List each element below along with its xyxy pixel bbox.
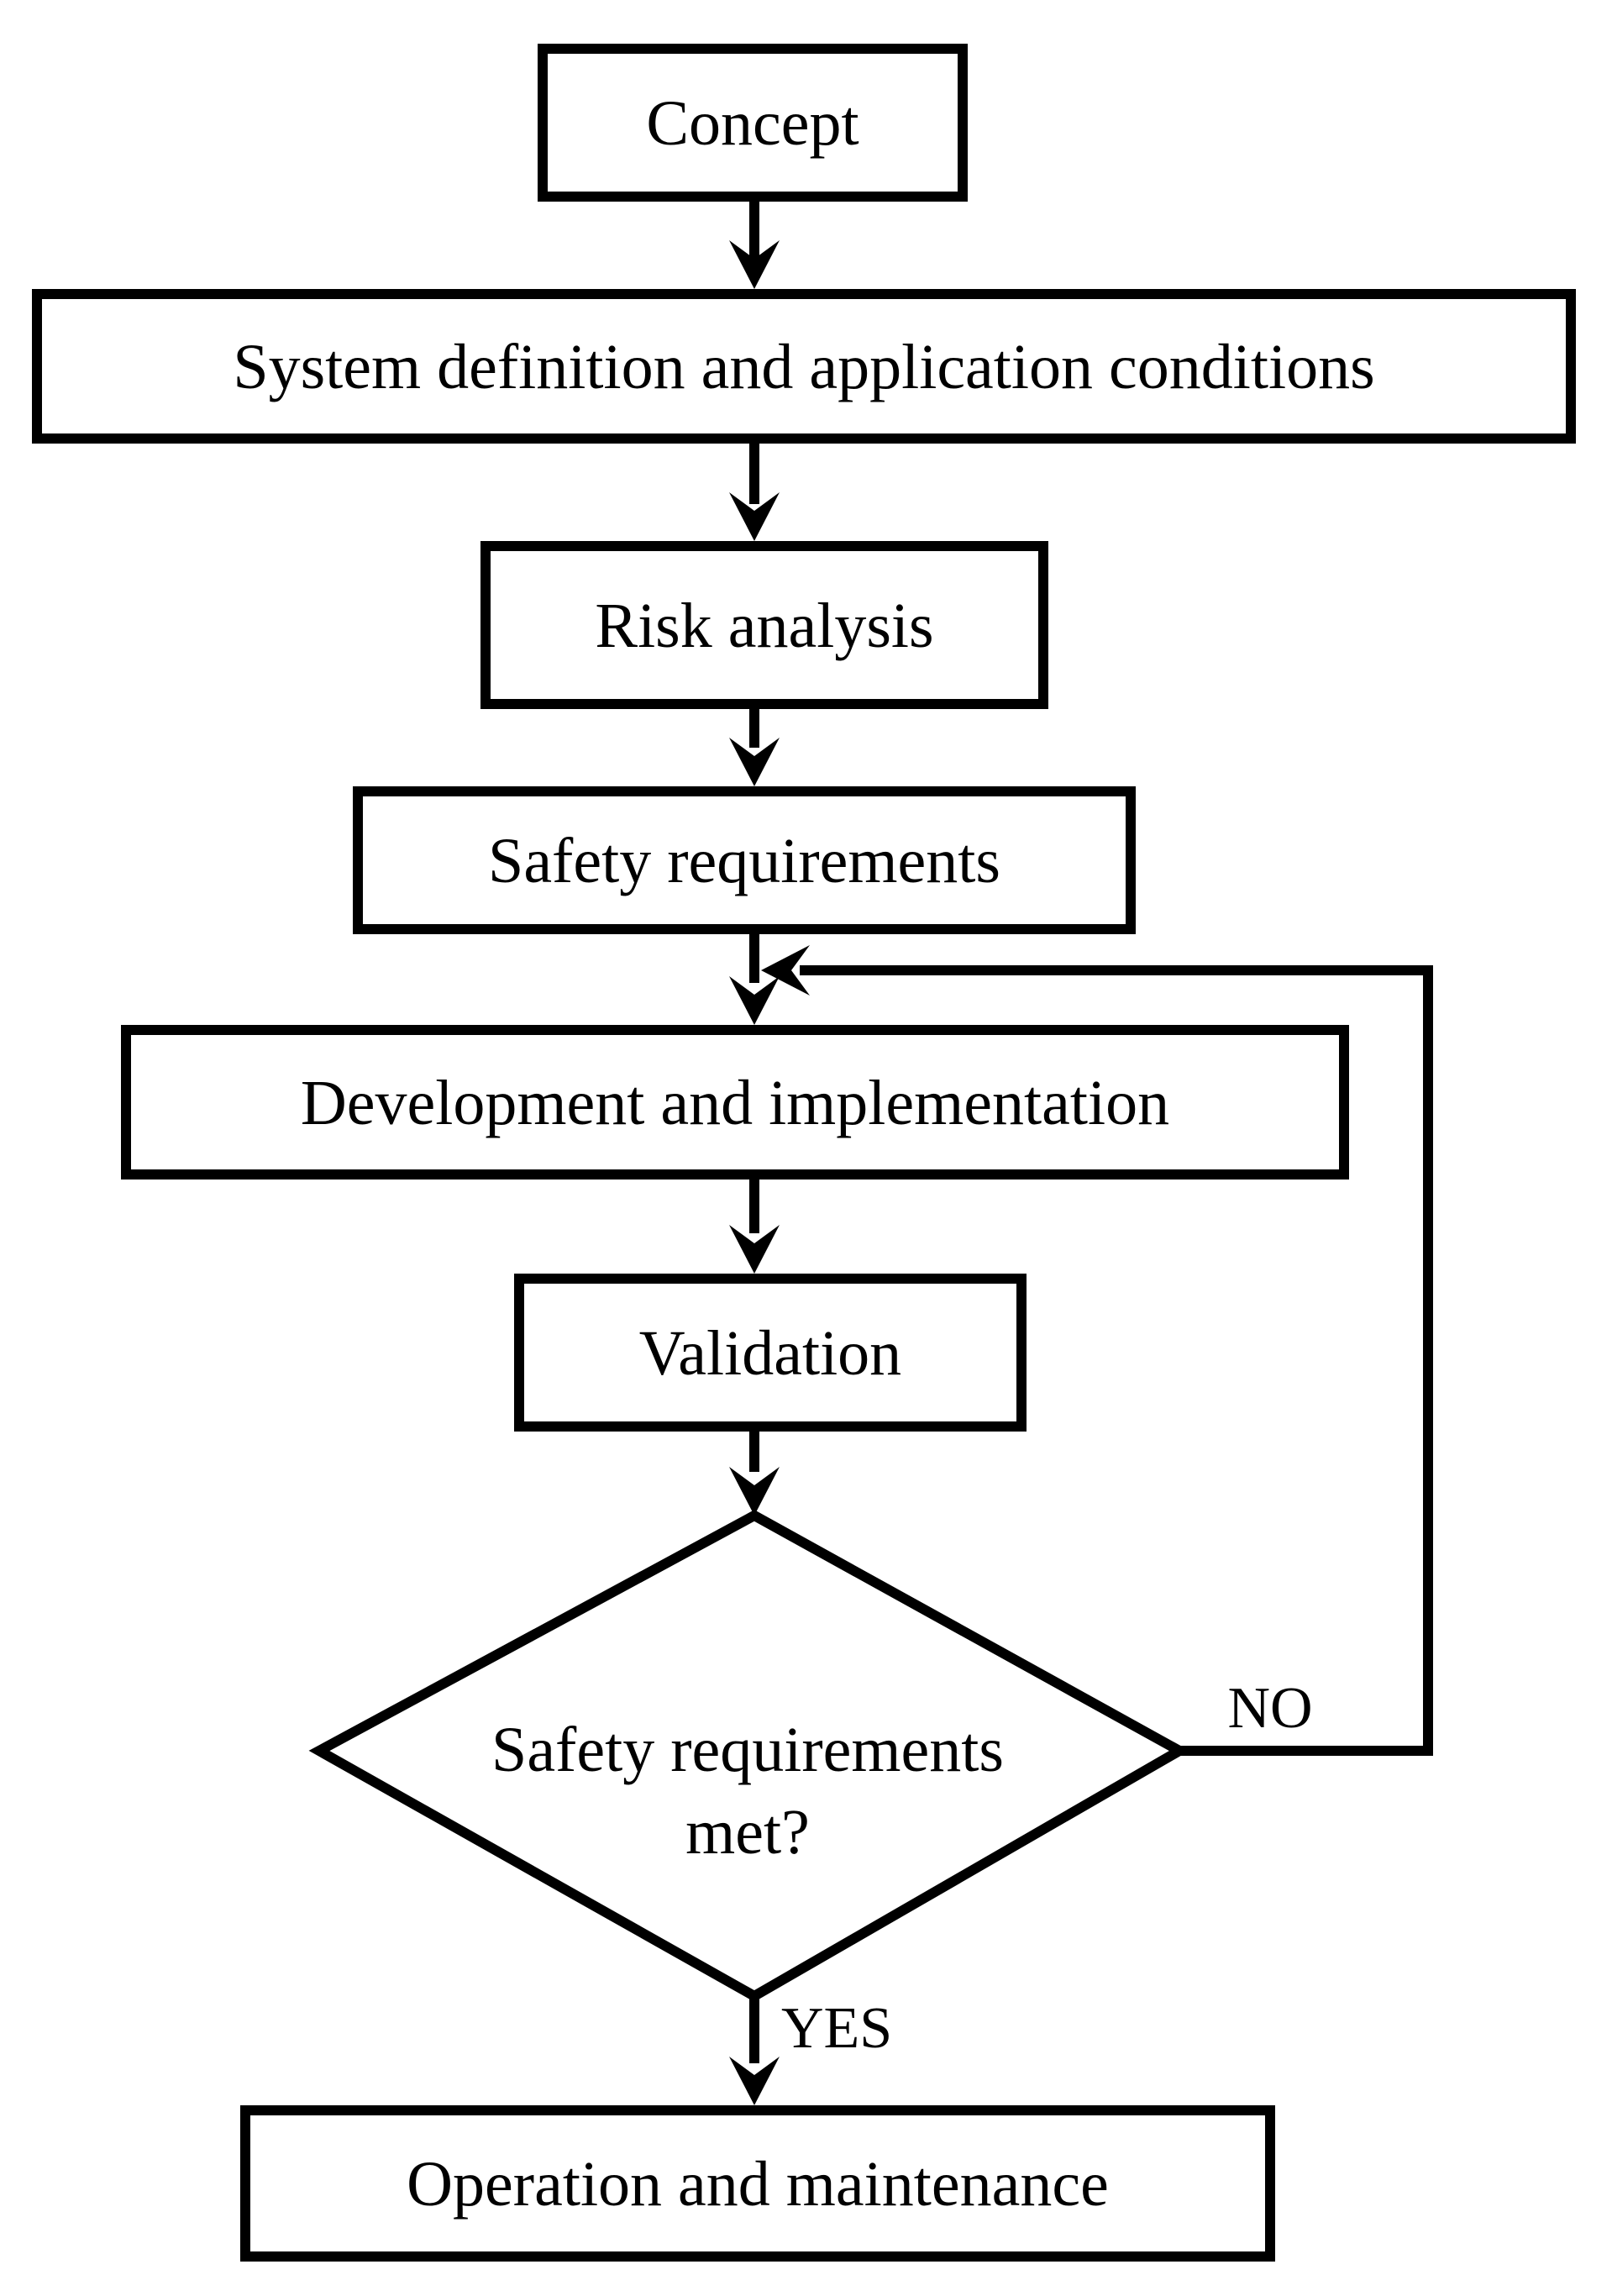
concept-label: Concept (646, 88, 859, 159)
decision-label-line2: met? (685, 1797, 810, 1868)
development-label: Development and implementation (301, 1068, 1169, 1138)
system-definition-label: System definition and application condit… (233, 332, 1374, 402)
arrowhead-down-icon (729, 2057, 780, 2105)
arrow-decision-to-operation (729, 1996, 780, 2105)
decision-label-line1: Safety requirements (491, 1715, 1004, 1785)
safety-requirements-label: Safety requirements (488, 826, 1000, 896)
validation-label: Validation (639, 1318, 901, 1389)
node-safety-requirements: Safety requirements (353, 786, 1136, 934)
arrowhead-down-icon (729, 240, 780, 289)
no-branch-label: NO (1227, 1676, 1312, 1741)
validation-box (514, 1274, 1027, 1432)
risk-analysis-label: Risk analysis (595, 591, 933, 661)
arrowhead-down-icon (729, 492, 780, 541)
node-validation: Validation (514, 1274, 1027, 1432)
arrowhead-down-icon (729, 1225, 780, 1274)
node-risk-analysis: Risk analysis (480, 541, 1048, 709)
node-development: Development and implementation (121, 1025, 1349, 1180)
system-definition-box (32, 289, 1576, 444)
arrow-concept-to-system-definition (729, 197, 780, 289)
arrow-development-to-validation (729, 1174, 780, 1274)
safety-requirements-box (353, 786, 1136, 934)
node-decision-diamond: Safety requirements met? (308, 1510, 1190, 2002)
arrowhead-down-icon (729, 976, 780, 1025)
arrow-risk-analysis-to-safety-requirements (729, 704, 780, 786)
operation-label: Operation and maintenance (407, 2149, 1109, 2220)
arrow-system-definition-to-risk-analysis (729, 439, 780, 541)
arrow-validation-to-decision (729, 1426, 780, 1516)
arrowhead-down-icon (729, 1467, 780, 1516)
node-concept: Concept (538, 44, 968, 202)
development-box (121, 1025, 1349, 1180)
feedback-line-path (800, 965, 1433, 1756)
concept-box (538, 44, 968, 202)
arrow-safety-requirements-to-development (729, 929, 780, 1025)
node-system-definition: System definition and application condit… (32, 289, 1576, 444)
yes-branch-label: YES (781, 1996, 892, 2061)
risk-analysis-box (480, 541, 1048, 709)
decision-diamond-shape (308, 1510, 1190, 2002)
arrowhead-down-icon (729, 738, 780, 786)
node-operation: Operation and maintenance (240, 2105, 1275, 2262)
arrowhead-left-icon (761, 945, 810, 996)
operation-box (240, 2105, 1275, 2262)
no-feedback-line (761, 945, 1433, 1756)
